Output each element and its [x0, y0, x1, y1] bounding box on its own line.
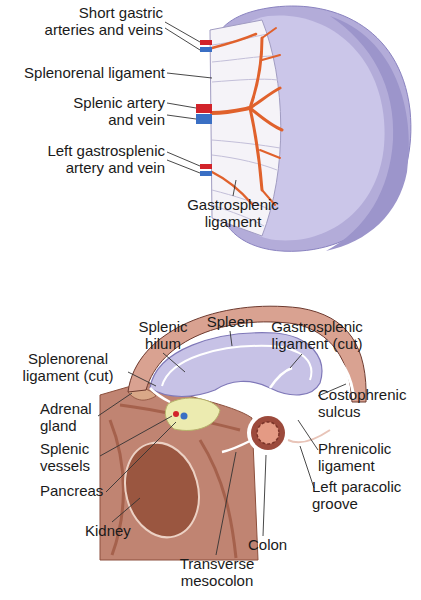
vein-stub: [200, 47, 212, 52]
part-label: Phrenicolic ligament: [318, 440, 410, 474]
vessel-branch: [212, 108, 250, 113]
ligament-fold: [212, 79, 278, 82]
vessel-branch: [262, 28, 276, 38]
part-label: Splenic vessels: [40, 440, 105, 474]
part-label: Splenorenal ligament (cut): [8, 350, 128, 384]
part-label: Splenic hilum: [128, 318, 198, 352]
vein-stub: [200, 171, 212, 176]
leader-line: [167, 152, 200, 166]
part-label: Left paracolic groove: [312, 478, 418, 512]
colon-peritoneum: [247, 412, 289, 454]
leader-line: [230, 331, 232, 346]
spleen-rim: [326, 16, 409, 251]
part-label: Spleen: [200, 313, 260, 330]
leader-line: [263, 455, 266, 536]
leader-line: [167, 160, 200, 173]
vein-stub: [196, 114, 212, 124]
splenorenal-ligament: [150, 388, 170, 402]
vessel-branch: [262, 55, 280, 60]
leader-line: [300, 446, 314, 488]
part-label: Short gastric arteries and veins: [28, 4, 163, 38]
vessel-branch: [212, 34, 256, 48]
part-label: Kidney: [85, 522, 145, 539]
artery-stub: [196, 104, 212, 113]
part-label: Left gastrosplenic artery and vein: [25, 142, 165, 176]
leader-line: [98, 393, 132, 416]
splenic-vein: [181, 413, 188, 420]
leader-line: [167, 115, 196, 119]
leader-line: [290, 354, 302, 368]
leader-line: [100, 416, 172, 456]
part-label: Colon: [248, 536, 308, 553]
artery-stub: [200, 40, 212, 45]
pancreas: [165, 398, 220, 430]
leader-line: [298, 420, 318, 450]
part-label: Gastrosplenic ligament: [178, 196, 288, 230]
leader-line: [233, 180, 236, 196]
part-label: Costophrenic sulcus: [318, 386, 418, 420]
hilar-vessels: [212, 28, 282, 205]
leader-lines-bottom: [98, 331, 346, 555]
leader-line: [128, 372, 156, 386]
ligament-fold: [212, 155, 277, 170]
vessel-stubs: [196, 40, 212, 176]
splenic-artery: [173, 411, 179, 417]
part-label: Splenic artery and vein: [50, 94, 165, 128]
colon-wall: [251, 416, 285, 450]
leader-line: [112, 498, 140, 522]
part-label: Adrenal gland: [40, 400, 105, 434]
leader-line: [165, 28, 200, 50]
gastrosplenic-ligament: [270, 368, 292, 388]
part-label: Transverse mesocolon: [172, 555, 262, 589]
part-label: Gastrosplenic ligament (cut): [262, 318, 372, 352]
part-label: Splenorenal ligament: [5, 64, 165, 81]
part-label: Pancreas: [40, 482, 120, 499]
colon-lumen: [257, 422, 279, 444]
vessel-branch: [260, 150, 280, 158]
transverse-mesocolon: [222, 440, 252, 452]
vessel-branch: [250, 38, 262, 108]
leader-line: [167, 73, 212, 78]
leader-line: [163, 353, 185, 372]
leader-line: [216, 452, 236, 555]
leader-line: [106, 422, 176, 492]
leader-line: [167, 103, 196, 108]
artery-stub: [200, 164, 212, 169]
leader-lines-top: [165, 22, 236, 196]
muscle-band: [200, 440, 236, 558]
vessel-branch: [250, 108, 262, 190]
vessel-branch: [250, 88, 280, 108]
ligament-fold: [212, 140, 280, 148]
